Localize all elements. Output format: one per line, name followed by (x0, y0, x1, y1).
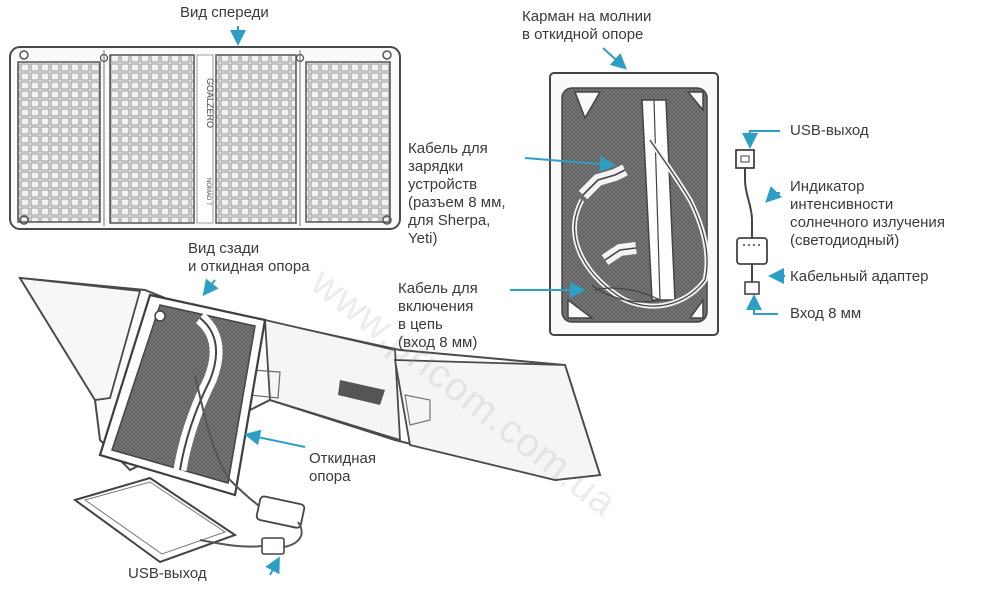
label-cable-adapter: Кабельный адаптер (790, 268, 929, 285)
panel-brand-text: GOALZERO (205, 78, 215, 128)
pocket-view-drawing (549, 72, 719, 336)
kickstand-drawing (98, 293, 267, 509)
panel-model-text: NOMAD 7 (205, 178, 211, 206)
label-chain-cable: Кабель для включения в цепь (вход 8 мм) (398, 280, 478, 351)
label-usb-out-right: USB-выход (790, 122, 869, 139)
usb-adapter-rear (255, 495, 306, 555)
label-kickstand: Откидная опора (309, 450, 376, 485)
label-front-view: Вид спереди (180, 4, 269, 21)
label-usb-out-bottom: USB-выход (128, 565, 207, 582)
front-view-panel (9, 46, 401, 230)
label-charge-cable: Кабель для зарядки устройств (разъем 8 м… (408, 140, 506, 247)
label-indicator: Индикатор интенсивности солнечного излуч… (790, 178, 945, 249)
usb-adapter-detail (735, 149, 768, 295)
leader-arrows (202, 26, 785, 576)
phone-drawing (72, 476, 263, 564)
label-zip-pocket: Карман на молнии в откидной опоре (522, 8, 652, 43)
label-input-8mm: Вход 8 мм (790, 305, 862, 322)
label-rear-view: Вид сзади и откидная опора (188, 240, 310, 275)
